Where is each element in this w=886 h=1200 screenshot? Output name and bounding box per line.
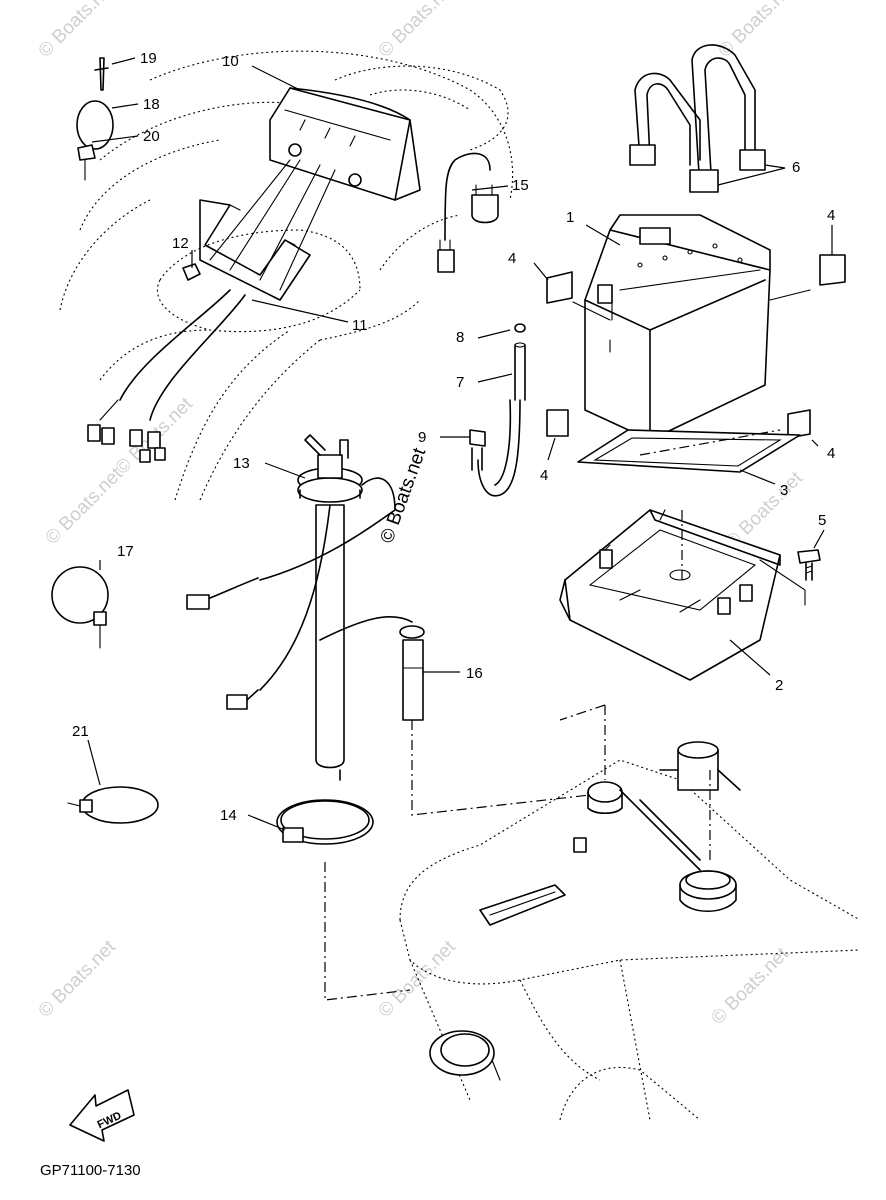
callout-14: 14 xyxy=(220,807,237,824)
callout-19: 19 xyxy=(140,50,157,67)
meter-wires xyxy=(87,289,246,463)
leader-lines xyxy=(87,57,833,831)
callout-16: 16 xyxy=(466,665,483,682)
callout-2: 2 xyxy=(775,677,783,694)
battery-mat xyxy=(577,429,801,473)
fuel-level-sensor xyxy=(319,616,460,721)
callout-12: 12 xyxy=(172,235,189,252)
callout-4-top-right: 4 xyxy=(827,207,835,224)
watermark: © Boats.net xyxy=(375,936,461,1022)
callout-13: 13 xyxy=(233,455,250,472)
battery-box xyxy=(559,509,806,681)
sensor-connector xyxy=(437,152,499,273)
callouts: 19 18 20 10 12 11 15 6 1 4 4 8 7 9 4 4 3… xyxy=(72,50,835,824)
watermark: © Boats.net xyxy=(42,463,128,549)
callout-8: 8 xyxy=(456,329,464,346)
cable-ties xyxy=(51,566,159,824)
callout-3: 3 xyxy=(780,482,788,499)
watermark: © Boats.net xyxy=(375,0,461,62)
watermark: © Boats.net xyxy=(715,0,801,62)
fuel-tank xyxy=(399,704,861,1121)
callout-4-top-left: 4 xyxy=(508,250,516,267)
fuel-sender xyxy=(186,434,396,781)
clamp-assembly xyxy=(76,57,114,181)
callout-9: 9 xyxy=(418,429,426,446)
callout-5: 5 xyxy=(818,512,826,529)
callout-18: 18 xyxy=(143,96,160,113)
pads xyxy=(546,254,846,439)
callout-4-bottom-right: 4 xyxy=(827,445,835,462)
callout-7: 7 xyxy=(456,374,464,391)
diagram-code: GP71100-7130 xyxy=(40,1162,141,1179)
breather-hose xyxy=(469,323,526,497)
callout-11: 11 xyxy=(352,317,368,334)
bolt xyxy=(797,549,821,581)
battery xyxy=(584,214,811,441)
hose-clamp xyxy=(276,799,411,1001)
callout-1: 1 xyxy=(566,209,574,226)
callout-15: 15 xyxy=(512,177,529,194)
callout-6: 6 xyxy=(792,159,800,176)
battery-straps xyxy=(629,44,786,193)
fwd-arrow: FWD xyxy=(69,1089,135,1142)
nut xyxy=(182,263,201,281)
callout-10: 10 xyxy=(222,53,239,70)
watermark: © Boats.net xyxy=(707,943,793,1029)
meter-assembly xyxy=(209,87,421,291)
callout-4-bottom-left: 4 xyxy=(540,467,548,484)
watermark-center: © Boats.net xyxy=(377,445,431,546)
callout-21: 21 xyxy=(72,723,89,740)
bracket xyxy=(199,199,311,301)
watermark: © Boats.net xyxy=(35,936,121,1022)
callout-17: 17 xyxy=(117,543,134,560)
watermark: © Boats.net xyxy=(35,0,121,62)
callout-20: 20 xyxy=(143,128,160,145)
